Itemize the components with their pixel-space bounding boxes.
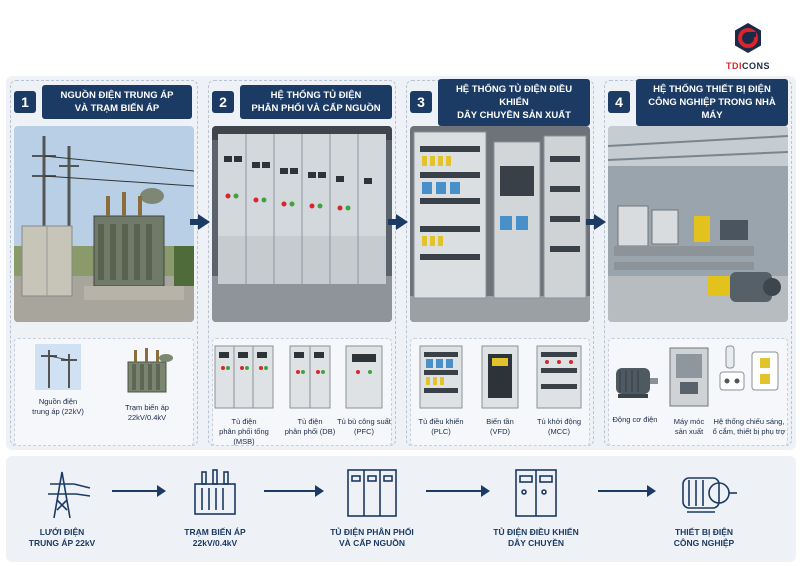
item-lighting-label-1: Hệ thống chiếu sáng, bbox=[713, 417, 785, 426]
item-msb-label-2: phân phối tổng (MSB) bbox=[219, 427, 269, 446]
flow-grid-label-1: LƯỚI ĐIỆN bbox=[39, 527, 85, 537]
control-panel-outline-icon bbox=[515, 469, 557, 517]
arrow-2-3-icon bbox=[388, 214, 408, 230]
item-db-label-2: phân phối (DB) bbox=[284, 427, 336, 436]
item-motor-label-1: Động cơ điện bbox=[612, 415, 658, 424]
logo-mark-icon bbox=[735, 23, 761, 53]
item-pfc-label-2: (PFC) bbox=[354, 427, 374, 436]
switchboard-room-photo bbox=[212, 126, 392, 322]
section-4-number: 4 bbox=[608, 91, 630, 113]
tdicons-logo: TDICONS bbox=[718, 22, 778, 71]
item-plc-label-1: Tủ điều khiển bbox=[418, 417, 464, 426]
transformer-outline-icon bbox=[194, 469, 236, 515]
arrow-1-2-icon bbox=[190, 214, 210, 230]
item-lighting: Hệ thống chiếu sáng,ổ cắm, thiết bị phụ … bbox=[704, 344, 794, 437]
section-1-number: 1 bbox=[14, 91, 36, 113]
item-pfc-label-1: Tủ bù công suất bbox=[337, 417, 391, 426]
db-cabinet-icon bbox=[289, 345, 331, 409]
control-cabinet-photo bbox=[410, 126, 590, 322]
flow-arrow-4-icon bbox=[598, 485, 656, 497]
item-transformer-label-1: Trạm biến áp bbox=[125, 403, 169, 412]
arrow-3-4-icon bbox=[586, 214, 606, 230]
transformer-icon bbox=[127, 348, 173, 393]
flow-transformer-label-1: TRẠM BIẾN ÁP bbox=[184, 527, 246, 537]
electric-motor-icon bbox=[616, 368, 658, 398]
flow-control-label-1: TỦ ĐIỆN ĐIỀU KHIỂN bbox=[493, 527, 579, 537]
flow-distribution-label-2: VÀ CẤP NGUỒN bbox=[339, 538, 405, 548]
flow-equipment-label-1: THIẾT BỊ ĐIỆN bbox=[674, 527, 734, 537]
flow-arrow-1-icon bbox=[112, 485, 166, 497]
msb-cabinet-icon bbox=[214, 345, 274, 409]
flow-equipment-label-2: CÔNG NGHIỆP bbox=[673, 538, 735, 548]
transmission-tower-icon bbox=[48, 471, 91, 519]
item-vfd-label-1: Biến tần bbox=[486, 417, 514, 426]
item-transformer-label-2: 22kV/0.4kV bbox=[127, 413, 167, 422]
item-vfd-label-2: (VFD) bbox=[490, 427, 510, 436]
item-mcc: Tủ khởi động(MCC) bbox=[528, 344, 590, 437]
item-machinery-label-1: Máy móc bbox=[673, 417, 705, 426]
item-mv-source-label-1: Nguồn điện bbox=[38, 397, 78, 406]
section-3-number: 3 bbox=[410, 91, 432, 113]
logo-text-left: TDI bbox=[725, 61, 742, 71]
item-mcc-label-2: (MCC) bbox=[547, 427, 571, 436]
flow-arrow-3-icon bbox=[426, 485, 490, 497]
item-vfd: Biến tần(VFD) bbox=[472, 344, 528, 437]
vfd-icon bbox=[481, 345, 519, 409]
item-motor: Động cơ điện bbox=[608, 352, 662, 425]
item-db-label-1: Tủ điện bbox=[297, 417, 323, 426]
plc-panel-icon bbox=[419, 345, 463, 409]
substation-photo bbox=[14, 126, 194, 322]
mcc-cabinet-icon bbox=[536, 345, 582, 409]
item-mcc-label-1: Tủ khởi động bbox=[536, 417, 582, 426]
lighting-socket-icon bbox=[719, 345, 779, 391]
section-2-number: 2 bbox=[212, 91, 234, 113]
factory-floor-photo bbox=[608, 126, 788, 322]
item-machinery-label-2: sản xuất bbox=[674, 427, 704, 436]
item-lighting-label-2: ổ cắm, thiết bị phụ trợ bbox=[712, 427, 786, 436]
motor-outline-icon bbox=[682, 477, 737, 513]
power-pole-icon bbox=[35, 344, 81, 390]
item-msb-label-1: Tủ điện bbox=[231, 417, 257, 426]
flow-panel bbox=[6, 456, 796, 562]
flow-grid-label-2: TRUNG ÁP 22kV bbox=[28, 538, 96, 548]
flow-arrow-2-icon bbox=[264, 485, 324, 497]
item-plc: Tủ điều khiển(PLC) bbox=[410, 344, 472, 437]
logo-text-right: CONS bbox=[741, 61, 770, 71]
flow-distribution-label-1: TỦ ĐIỆN PHÂN PHỐI bbox=[330, 527, 414, 537]
item-plc-label-2: (PLC) bbox=[431, 427, 451, 436]
distribution-panel-outline-icon bbox=[347, 469, 397, 517]
flow-transformer-label-2: 22kV/0.4kV bbox=[192, 538, 238, 548]
item-mv-source-label-2: trung áp (22kV) bbox=[32, 407, 84, 416]
flow-control-label-2: DÂY CHUYỀN bbox=[507, 538, 565, 548]
pfc-cabinet-icon bbox=[345, 345, 383, 409]
machine-icon bbox=[669, 347, 709, 407]
item-pfc: Tủ bù công suất(PFC) bbox=[336, 344, 392, 437]
